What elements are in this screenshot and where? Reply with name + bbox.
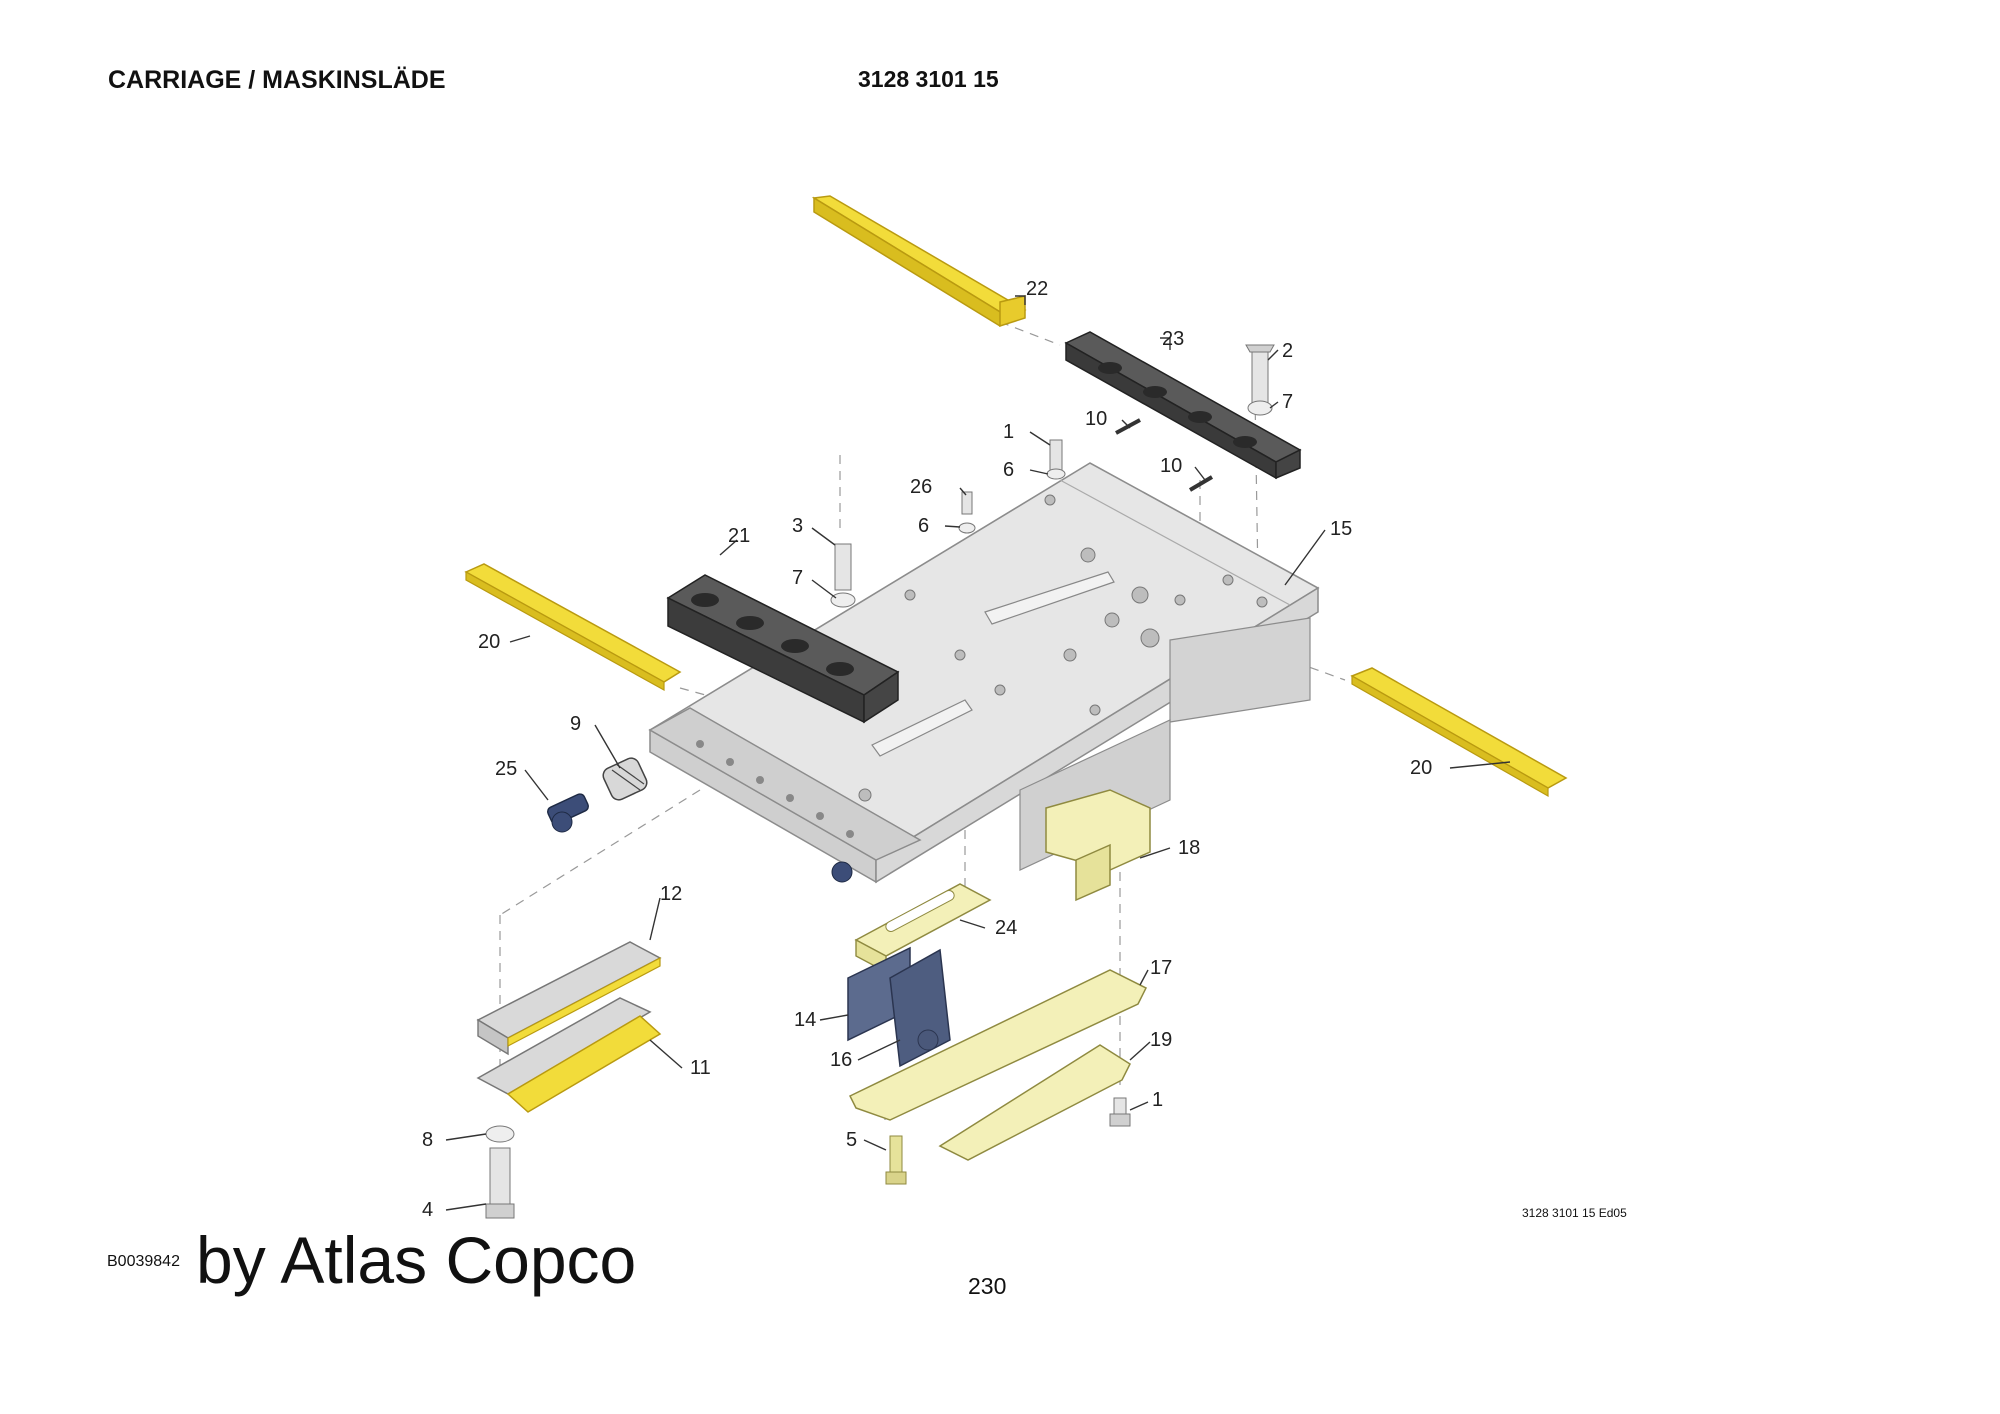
watermark-text: by Atlas Copco xyxy=(196,1223,637,1297)
callout-7: 7 xyxy=(1282,391,1293,413)
callout-6: 6 xyxy=(1003,459,1014,481)
callout-22: 22 xyxy=(1026,278,1048,300)
callout-3: 3 xyxy=(792,515,803,537)
part-20-right-wear-strip xyxy=(1350,667,1568,798)
fasteners-bottom xyxy=(485,1097,1131,1219)
part-17-shim-plate xyxy=(848,969,1148,1121)
part-12-guide-rail xyxy=(476,941,662,1056)
callout-24: 24 xyxy=(995,917,1017,939)
front-rail xyxy=(648,707,922,861)
callout-10b: 10 xyxy=(1160,455,1182,477)
callout-11: 11 xyxy=(690,1057,711,1079)
part-11-guide-rail xyxy=(476,997,662,1113)
fasteners-top xyxy=(830,344,1275,608)
callout-15: 15 xyxy=(1330,518,1352,540)
part-19-shim-plate xyxy=(938,1044,1131,1161)
part-15-carriage-plate xyxy=(648,462,1320,884)
part-21-clamp-block xyxy=(666,574,900,724)
page-title: CARRIAGE / MASKINSLÄDE xyxy=(108,66,446,94)
callout-7b: 7 xyxy=(792,567,803,589)
edition-note: 3128 3101 15 Ed05 xyxy=(1522,1206,1627,1220)
callout-20: 20 xyxy=(478,631,500,653)
part-22-wear-strip xyxy=(811,195,1027,328)
callout-6b: 6 xyxy=(918,515,929,537)
callout-leaders xyxy=(445,295,1511,1211)
callout-10: 10 xyxy=(1085,408,1107,430)
callout-14: 14 xyxy=(794,1009,816,1031)
callout-19: 19 xyxy=(1150,1029,1172,1051)
callout-5: 5 xyxy=(846,1129,857,1151)
callout-21: 21 xyxy=(728,525,750,547)
callout-26: 26 xyxy=(910,476,932,498)
callout-numbers: 22 23 2 7 10 1 6 10 26 6 3 21 7 15 20 9 … xyxy=(422,278,1432,1221)
document-number: 3128 3101 15 xyxy=(858,66,999,92)
part-16-cam xyxy=(889,948,951,1068)
callout-9: 9 xyxy=(570,713,581,735)
callout-4: 4 xyxy=(422,1199,433,1221)
callout-1b: 1 xyxy=(1152,1089,1163,1111)
callout-20b: 20 xyxy=(1410,757,1432,779)
callout-2: 2 xyxy=(1282,340,1293,362)
callout-23: 23 xyxy=(1162,328,1184,350)
callout-12: 12 xyxy=(660,883,682,905)
callout-8: 8 xyxy=(422,1129,433,1151)
callout-17: 17 xyxy=(1150,957,1172,979)
part-25-pin xyxy=(547,793,853,883)
callout-18: 18 xyxy=(1178,837,1200,859)
callout-1: 1 xyxy=(1003,421,1014,443)
part-18-bracket xyxy=(1045,789,1151,902)
callout-16: 16 xyxy=(830,1049,852,1071)
image-code: B0039842 xyxy=(107,1253,180,1270)
part-9-spring xyxy=(602,757,648,801)
callout-25: 25 xyxy=(495,758,517,780)
page-number: 230 xyxy=(968,1273,1007,1299)
part-23-clamp-bar xyxy=(1064,331,1302,480)
part-20-left-wear-strip xyxy=(464,563,682,692)
